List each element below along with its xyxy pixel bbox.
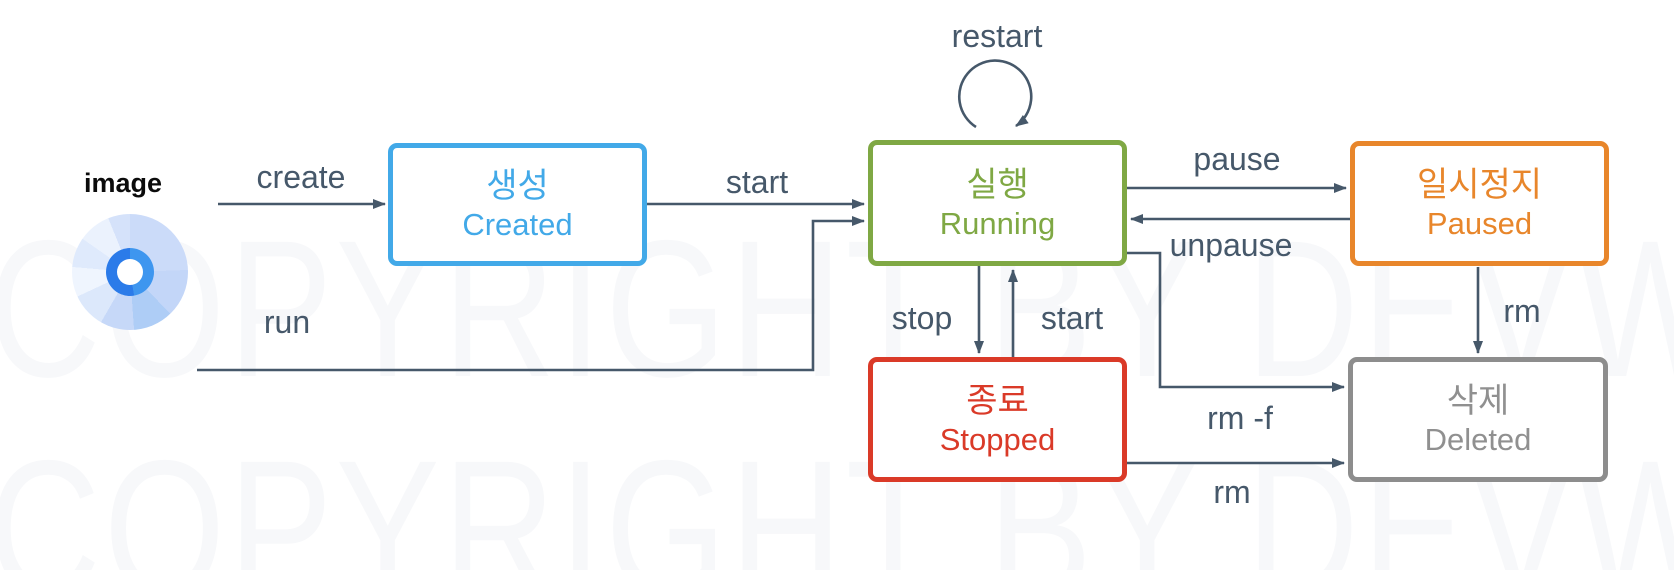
node-english-label: Running <box>939 205 1056 241</box>
edge-label-create: create <box>256 159 346 195</box>
node-korean-label: 삭제 <box>1446 382 1510 420</box>
image-label: image <box>83 168 163 198</box>
node-paused: 일시정지 Paused <box>1350 141 1609 266</box>
edge-label-start-stopped-running: start <box>1040 300 1104 336</box>
edge-label-stop: stop <box>891 300 953 336</box>
edge-label-unpause: unpause <box>1169 227 1293 263</box>
edge-restart-loop <box>957 59 1033 129</box>
node-korean-label: 종료 <box>966 382 1029 420</box>
node-english-label: Stopped <box>939 422 1056 457</box>
disc-hole <box>117 259 143 285</box>
node-english-label: Created <box>462 207 573 242</box>
node-running: 실행 Running <box>868 140 1127 266</box>
node-english-label: Paused <box>1426 206 1533 241</box>
edge-label-run: run <box>263 304 311 340</box>
node-korean-label: 생성 <box>486 167 549 205</box>
node-korean-label: 일시정지 <box>1416 166 1543 204</box>
edge-label-pause: pause <box>1193 141 1281 177</box>
node-stopped: 종료 Stopped <box>868 357 1127 482</box>
edge-label-start-created-running: start <box>725 164 789 200</box>
edge-rm-f-running-deleted <box>1127 251 1345 392</box>
edge-label-rm-stopped-deleted: rm <box>1213 474 1251 510</box>
disc-image-icon <box>72 214 188 330</box>
node-korean-label: 실행 <box>966 165 1029 204</box>
node-english-label: Deleted <box>1424 422 1532 457</box>
edge-run <box>197 216 865 372</box>
edge-label-restart: restart <box>951 18 1043 54</box>
edge-label-rm-f-running-deleted: rm -f <box>1207 400 1273 436</box>
edge-label-rm-paused-deleted: rm <box>1503 293 1541 329</box>
node-deleted: 삭제 Deleted <box>1348 357 1608 482</box>
node-created: 생성 Created <box>388 143 647 266</box>
